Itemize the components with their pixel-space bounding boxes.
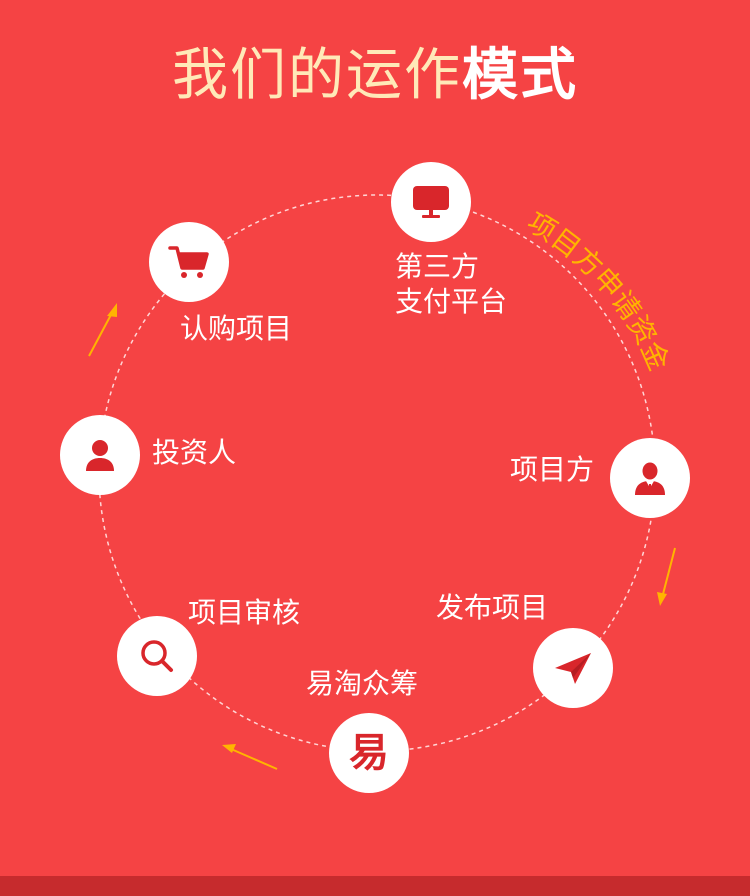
label-payment-platform: 第三方 支付平台 (395, 249, 507, 319)
title-light: 我们的运作 (172, 43, 462, 108)
search-icon (137, 636, 177, 676)
monitor-icon (409, 182, 453, 222)
node-publish-project[interactable] (533, 628, 613, 708)
person-icon (80, 435, 120, 475)
label-publish-project: 发布项目 (436, 591, 549, 624)
label-payment-line2: 支付平台 (395, 285, 508, 318)
node-project-party[interactable] (610, 438, 690, 518)
bottom-bar (0, 876, 750, 896)
label-project-review: 项目审核 (188, 596, 301, 629)
node-investor[interactable] (60, 415, 140, 495)
businessman-icon (630, 458, 670, 498)
title-bold: 模式 (462, 43, 578, 108)
label-payment-line1: 第三方 (395, 250, 480, 283)
cart-icon (167, 242, 211, 282)
arrow-up-left (88, 303, 117, 357)
node-project-review[interactable] (117, 616, 197, 696)
arc-label: 项目方申请资金 (521, 206, 675, 376)
yi-logo-icon: 易 (349, 730, 389, 776)
page-title: 我们的运作模式 (0, 40, 750, 112)
node-platform[interactable]: 易 (329, 713, 409, 793)
label-platform: 易淘众筹 (306, 667, 419, 700)
label-subscribe-project: 认购项目 (180, 312, 293, 345)
label-investor: 投资人 (152, 436, 237, 469)
arrow-down-right (657, 547, 676, 606)
label-project-party: 项目方 (510, 453, 595, 486)
paper-plane-icon (551, 648, 595, 688)
node-payment-platform[interactable] (391, 162, 471, 242)
arrow-bottom-left (222, 744, 278, 770)
node-subscribe-project[interactable] (149, 222, 229, 302)
